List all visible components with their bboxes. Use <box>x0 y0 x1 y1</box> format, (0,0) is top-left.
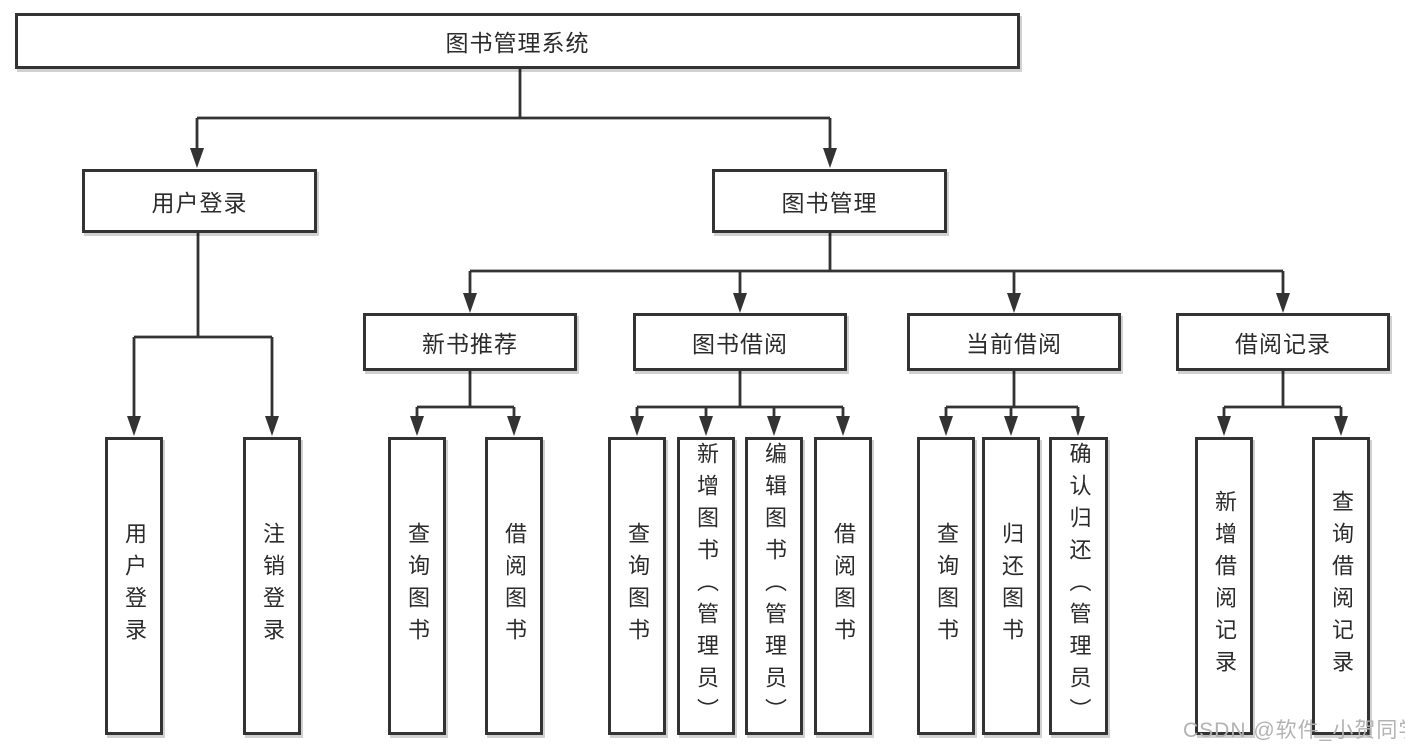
node-br-query-record-label: 查询借阅记录 <box>1329 490 1354 682</box>
node-user-login-label: 用户登录 <box>151 190 248 216</box>
node-cb-confirm-return-admin-label: 确认归还（管理员） <box>1066 442 1092 730</box>
node-br-add-record: 新增借阅记录 <box>1195 437 1253 735</box>
node-logout-action-label: 注销登录 <box>260 522 285 650</box>
node-bb-borrow-books: 借阅图书 <box>814 437 872 735</box>
node-cb-confirm-return-admin: 确认归还（管理员） <box>1049 437 1108 735</box>
node-nbr-borrow-books: 借阅图书 <box>485 437 543 735</box>
node-bb-borrow-books-label: 借阅图书 <box>831 522 856 650</box>
node-current-borrowing: 当前借阅 <box>907 313 1121 371</box>
node-nbr-borrow-books-label: 借阅图书 <box>502 522 527 650</box>
node-bb-add-books-admin: 新增图书（管理员） <box>677 437 735 735</box>
node-cb-return-books-label: 归还图书 <box>999 522 1024 650</box>
node-root: 图书管理系统 <box>15 13 1020 69</box>
node-bb-query-books: 查询图书 <box>608 437 666 735</box>
node-logout-action: 注销登录 <box>243 437 301 735</box>
node-bb-edit-books-admin-label: 编辑图书（管理员） <box>762 442 787 730</box>
node-cb-return-books: 归还图书 <box>982 437 1040 735</box>
arrowhead-icons <box>127 148 1348 436</box>
csdn-watermark: CSDN @软件_小贺同学 <box>1183 719 1405 742</box>
node-nbr-query-books: 查询图书 <box>388 437 446 735</box>
node-current-borrowing-label: 当前借阅 <box>966 331 1062 357</box>
node-book-management-label: 图书管理 <box>781 190 878 216</box>
node-root-label: 图书管理系统 <box>445 30 590 56</box>
node-br-add-record-label: 新增借阅记录 <box>1212 490 1237 682</box>
node-cb-query-books-label: 查询图书 <box>934 522 959 650</box>
node-borrowing-records: 借阅记录 <box>1176 313 1390 371</box>
node-br-query-record: 查询借阅记录 <box>1312 437 1370 735</box>
node-nbr-query-books-label: 查询图书 <box>405 522 430 650</box>
node-book-borrowing-label: 图书借阅 <box>692 331 788 357</box>
node-book-borrowing: 图书借阅 <box>633 313 847 371</box>
node-bb-edit-books-admin: 编辑图书（管理员） <box>745 437 803 735</box>
node-book-management: 图书管理 <box>712 169 947 233</box>
node-bb-add-books-admin-label: 新增图书（管理员） <box>694 442 719 730</box>
node-login-action: 用户登录 <box>105 437 163 735</box>
node-cb-query-books: 查询图书 <box>917 437 975 735</box>
node-borrowing-records-label: 借阅记录 <box>1235 331 1331 357</box>
node-login-action-label: 用户登录 <box>122 522 147 650</box>
node-new-book-recommend-label: 新书推荐 <box>422 331 518 357</box>
node-user-login: 用户登录 <box>82 169 317 233</box>
node-bb-query-books-label: 查询图书 <box>625 522 650 650</box>
node-new-book-recommend: 新书推荐 <box>363 313 577 371</box>
